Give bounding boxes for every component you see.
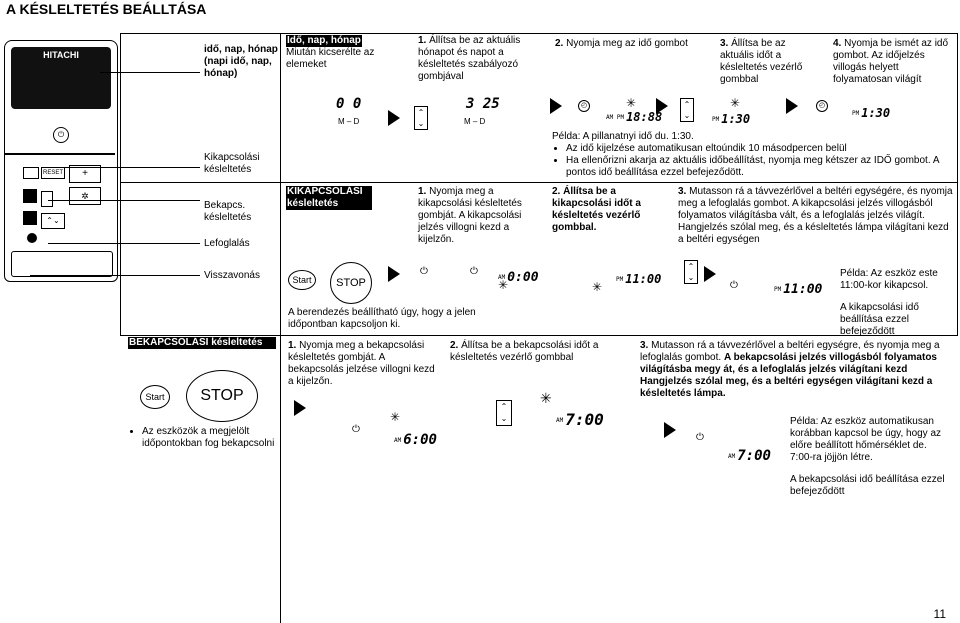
off-timer-icon: ⏻ bbox=[420, 266, 428, 277]
arrow-icon bbox=[664, 422, 676, 438]
time-step2: 2. Nyomja meg az idő gombot bbox=[555, 38, 688, 49]
page-number: 11 bbox=[933, 607, 946, 621]
remote-lower-panel bbox=[11, 251, 113, 277]
remote-brand: HITACHI bbox=[43, 50, 79, 60]
on-section-header: BEKAPCSOLÁSI késleltetés bbox=[128, 337, 276, 349]
blink-icon: ✳ bbox=[730, 96, 741, 110]
reserve-button bbox=[27, 233, 37, 243]
on-example: Példa: Az eszköz automatikusan korábban … bbox=[790, 416, 942, 463]
time-section-header: Idő, nap, hónap bbox=[286, 35, 362, 47]
off-timer-icon: ⏻ bbox=[470, 266, 478, 277]
timer-adjust-icon: ⌃⌄ bbox=[414, 106, 428, 130]
md-label-1: M – D bbox=[338, 117, 360, 126]
stop-button-icon: STOP bbox=[186, 370, 258, 422]
remote-control: HITACHI ⏻ RESET + ✲ ⌃⌄ bbox=[4, 40, 118, 282]
label-on-timer: Bekapcs. késleltetés bbox=[204, 200, 252, 223]
off-step1: 1. Nyomja meg a kikapcsolási késleltetés… bbox=[418, 186, 522, 245]
off-timer-button bbox=[23, 189, 37, 203]
arrow-icon bbox=[550, 98, 562, 114]
off-step2: 2. Állítsa be a kikapcsolási időt a késl… bbox=[552, 186, 641, 233]
time-step1: 1. Állítsa be az aktuális hónapot és nap… bbox=[418, 35, 521, 82]
off-section-header: KIKAPCSOLÁSI késleltetés bbox=[286, 186, 372, 210]
frame-right bbox=[957, 33, 958, 335]
blink-icon: ✳ bbox=[498, 278, 509, 292]
off-note: A berendezés beállítható úgy, hogy a jel… bbox=[288, 307, 476, 330]
page-title: A KÉSLELTETÉS BEÁLLTÁSA bbox=[6, 1, 207, 17]
frame-left bbox=[120, 33, 121, 335]
plus-button: + bbox=[69, 165, 101, 183]
arrow-icon bbox=[294, 400, 306, 416]
reserve-icon: ⏻ bbox=[696, 432, 704, 443]
time-example: Példa: A pillanatnyi idő du. 1:30. bbox=[552, 131, 694, 142]
md-label-2: M – D bbox=[464, 117, 486, 126]
off-example: Példa: Az eszköz este 11:00-kor kikapcso… bbox=[840, 268, 938, 291]
start-button-icon: Start bbox=[140, 385, 170, 409]
arrow-icon bbox=[656, 98, 668, 114]
on-bullet: Az eszközök a megjelölt időpontokban fog… bbox=[128, 426, 276, 450]
power-icon: ⏻ bbox=[53, 127, 69, 143]
on-step2: 2. Állítsa be a bekapcsolási időt a késl… bbox=[450, 340, 599, 363]
display-month-day-set: 3 25 bbox=[466, 96, 500, 112]
blink-icon: ✳ bbox=[592, 280, 603, 294]
reset-button: RESET bbox=[41, 167, 65, 179]
blink-icon: ✳ bbox=[540, 390, 552, 406]
timer-adjust-icon: ⌃⌄ bbox=[684, 260, 698, 284]
blink-icon: ✳ bbox=[390, 410, 401, 424]
time-note-1: Az idő kijelzése automatikusan eltoúndik… bbox=[566, 143, 952, 155]
timer-adjust-icon: ⌃⌄ bbox=[680, 98, 694, 122]
label-cancel: Visszavonás bbox=[204, 270, 260, 281]
time-intro: Miután kicserélte az elemeket bbox=[286, 47, 375, 70]
start-button-icon: Start bbox=[288, 270, 316, 290]
time-note-2: Ha ellenőrizni akarja az aktuális időbeá… bbox=[566, 155, 952, 179]
fan-button: ✲ bbox=[69, 187, 101, 205]
up-down-button bbox=[41, 191, 53, 207]
on-timer-icon: ⏻ bbox=[352, 424, 360, 435]
timer-button bbox=[23, 167, 39, 179]
label-reserve: Lefoglalás bbox=[204, 238, 250, 249]
display-month-day-initial: 0 0 bbox=[336, 96, 362, 112]
arrow-icon bbox=[388, 110, 400, 126]
frame-bottom-mid bbox=[120, 335, 958, 336]
off-done: A kikapcsolási idő beállítása ezzel befe… bbox=[840, 302, 919, 337]
time-notes: Az idő kijelzése automatikusan eltoúndik… bbox=[552, 143, 952, 179]
frame-col1 bbox=[280, 33, 281, 623]
reserve-icon: ⏻ bbox=[730, 280, 738, 291]
stop-button-icon: STOP bbox=[330, 262, 372, 304]
remote-display: HITACHI bbox=[11, 47, 111, 109]
blink-icon: ✳ bbox=[626, 96, 637, 110]
label-time-date: idő, nap, hónap (napi idő, nap, hónap) bbox=[204, 44, 278, 79]
on-timer-button bbox=[23, 211, 37, 225]
label-off-timer: Kikapcsolási késleltetés bbox=[204, 152, 260, 175]
frame-top bbox=[120, 33, 958, 34]
on-done: A bekapcsolási idő beállítása ezzel befe… bbox=[790, 474, 945, 497]
timer-control-button: ⌃⌄ bbox=[41, 213, 65, 229]
arrow-icon bbox=[704, 266, 716, 282]
arrow-icon bbox=[786, 98, 798, 114]
off-step3: 3. Mutasson rá a távvezérlővel a beltéri… bbox=[678, 186, 953, 245]
clock-icon: ◴ bbox=[816, 100, 828, 112]
time-step4: 4. Nyomja be ismét az idő gombot. Az idő… bbox=[833, 38, 949, 85]
frame-mid bbox=[120, 182, 958, 183]
time-step3: 3. Állítsa be az aktuális időt a késlelt… bbox=[720, 38, 803, 85]
on-step3: 3. Mutasson rá a távvezérlővel a beltéri… bbox=[640, 340, 940, 399]
on-step1: 1. Nyomja meg a bekapcsolási késleltetés… bbox=[288, 340, 435, 387]
clock-icon: ◴ bbox=[578, 100, 590, 112]
timer-adjust-icon: ⌃⌄ bbox=[496, 400, 512, 426]
arrow-icon bbox=[388, 266, 400, 282]
